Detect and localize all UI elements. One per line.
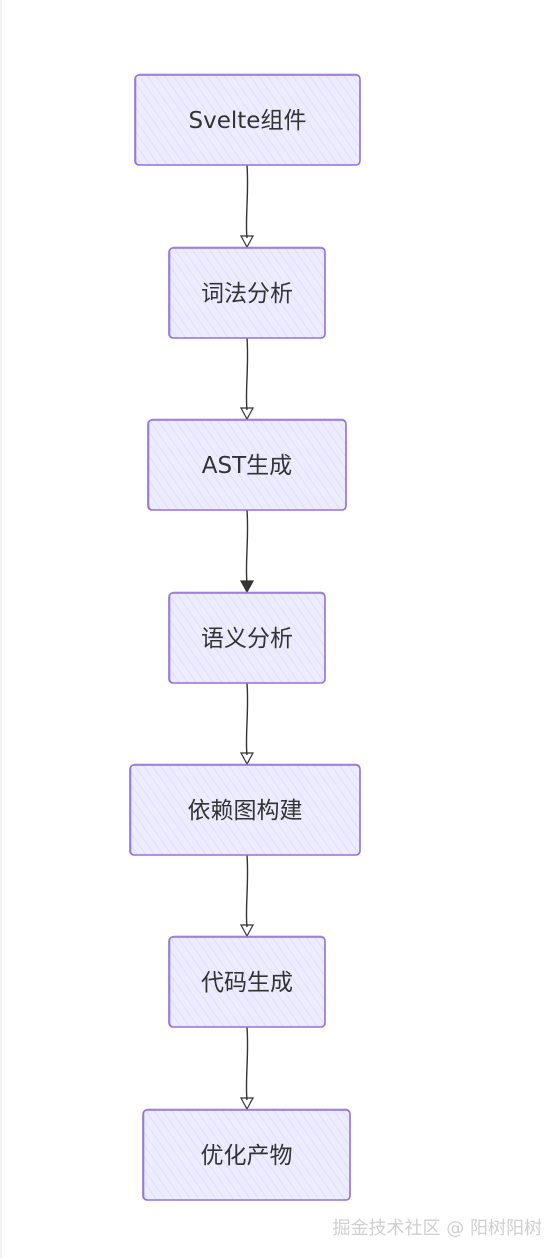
edge-arrow [239, 682, 255, 766]
flow-node: 词法分析 [168, 246, 326, 339]
watermark: 掘金技术社区 @ 阳树阳树 [332, 1218, 542, 1239]
arrowhead-icon [239, 580, 255, 594]
node-hatch [148, 420, 346, 510]
node-label: 语义分析 [201, 626, 293, 652]
flow-node: 语义分析 [168, 591, 326, 684]
node-label: AST生成 [202, 453, 292, 479]
node-border-sketch [135, 73, 361, 166]
node-hatch [169, 937, 325, 1027]
edge-line [245, 854, 249, 928]
edge-arrow [239, 164, 255, 249]
edge-line [245, 337, 249, 411]
edge-line [245, 1026, 249, 1101]
edge-arrow [239, 509, 255, 594]
flow-node: 优化产物 [142, 1108, 351, 1201]
flow-node: 依赖图构建 [129, 763, 361, 856]
node-label: 代码生成 [201, 970, 293, 996]
edge-arrow [239, 1026, 255, 1111]
arrowhead-icon [239, 407, 255, 421]
node-label: 优化产物 [201, 1143, 293, 1169]
left-edge-line [0, 0, 2, 1258]
node-hatch [135, 75, 360, 165]
flow-node: Svelte组件 [134, 73, 361, 166]
node-border-sketch [130, 763, 361, 856]
arrowhead-icon [239, 752, 255, 766]
edges [239, 164, 255, 1111]
node-border-sketch [143, 1108, 351, 1201]
node-hatch [143, 1110, 350, 1200]
flow-node: 代码生成 [168, 935, 326, 1028]
node-label: 词法分析 [201, 281, 293, 307]
node-label: Svelte组件 [189, 108, 307, 134]
node-border-sketch [169, 591, 326, 684]
arrowhead-icon [239, 1097, 255, 1111]
edge-line [245, 509, 249, 584]
edge-line [245, 682, 249, 756]
node-border-sketch [148, 418, 347, 511]
edge-arrow [239, 854, 255, 938]
flow-node: AST生成 [147, 418, 347, 511]
node-label: 依赖图构建 [188, 798, 303, 824]
node-hatch [130, 765, 360, 855]
arrowhead-icon [239, 924, 255, 938]
node-hatch [169, 248, 325, 338]
node-border-sketch [169, 935, 326, 1028]
node-border-sketch [169, 246, 326, 339]
arrowhead-icon [239, 235, 255, 249]
edge-line [245, 164, 249, 239]
node-hatch [169, 593, 325, 683]
edge-arrow [239, 337, 255, 421]
